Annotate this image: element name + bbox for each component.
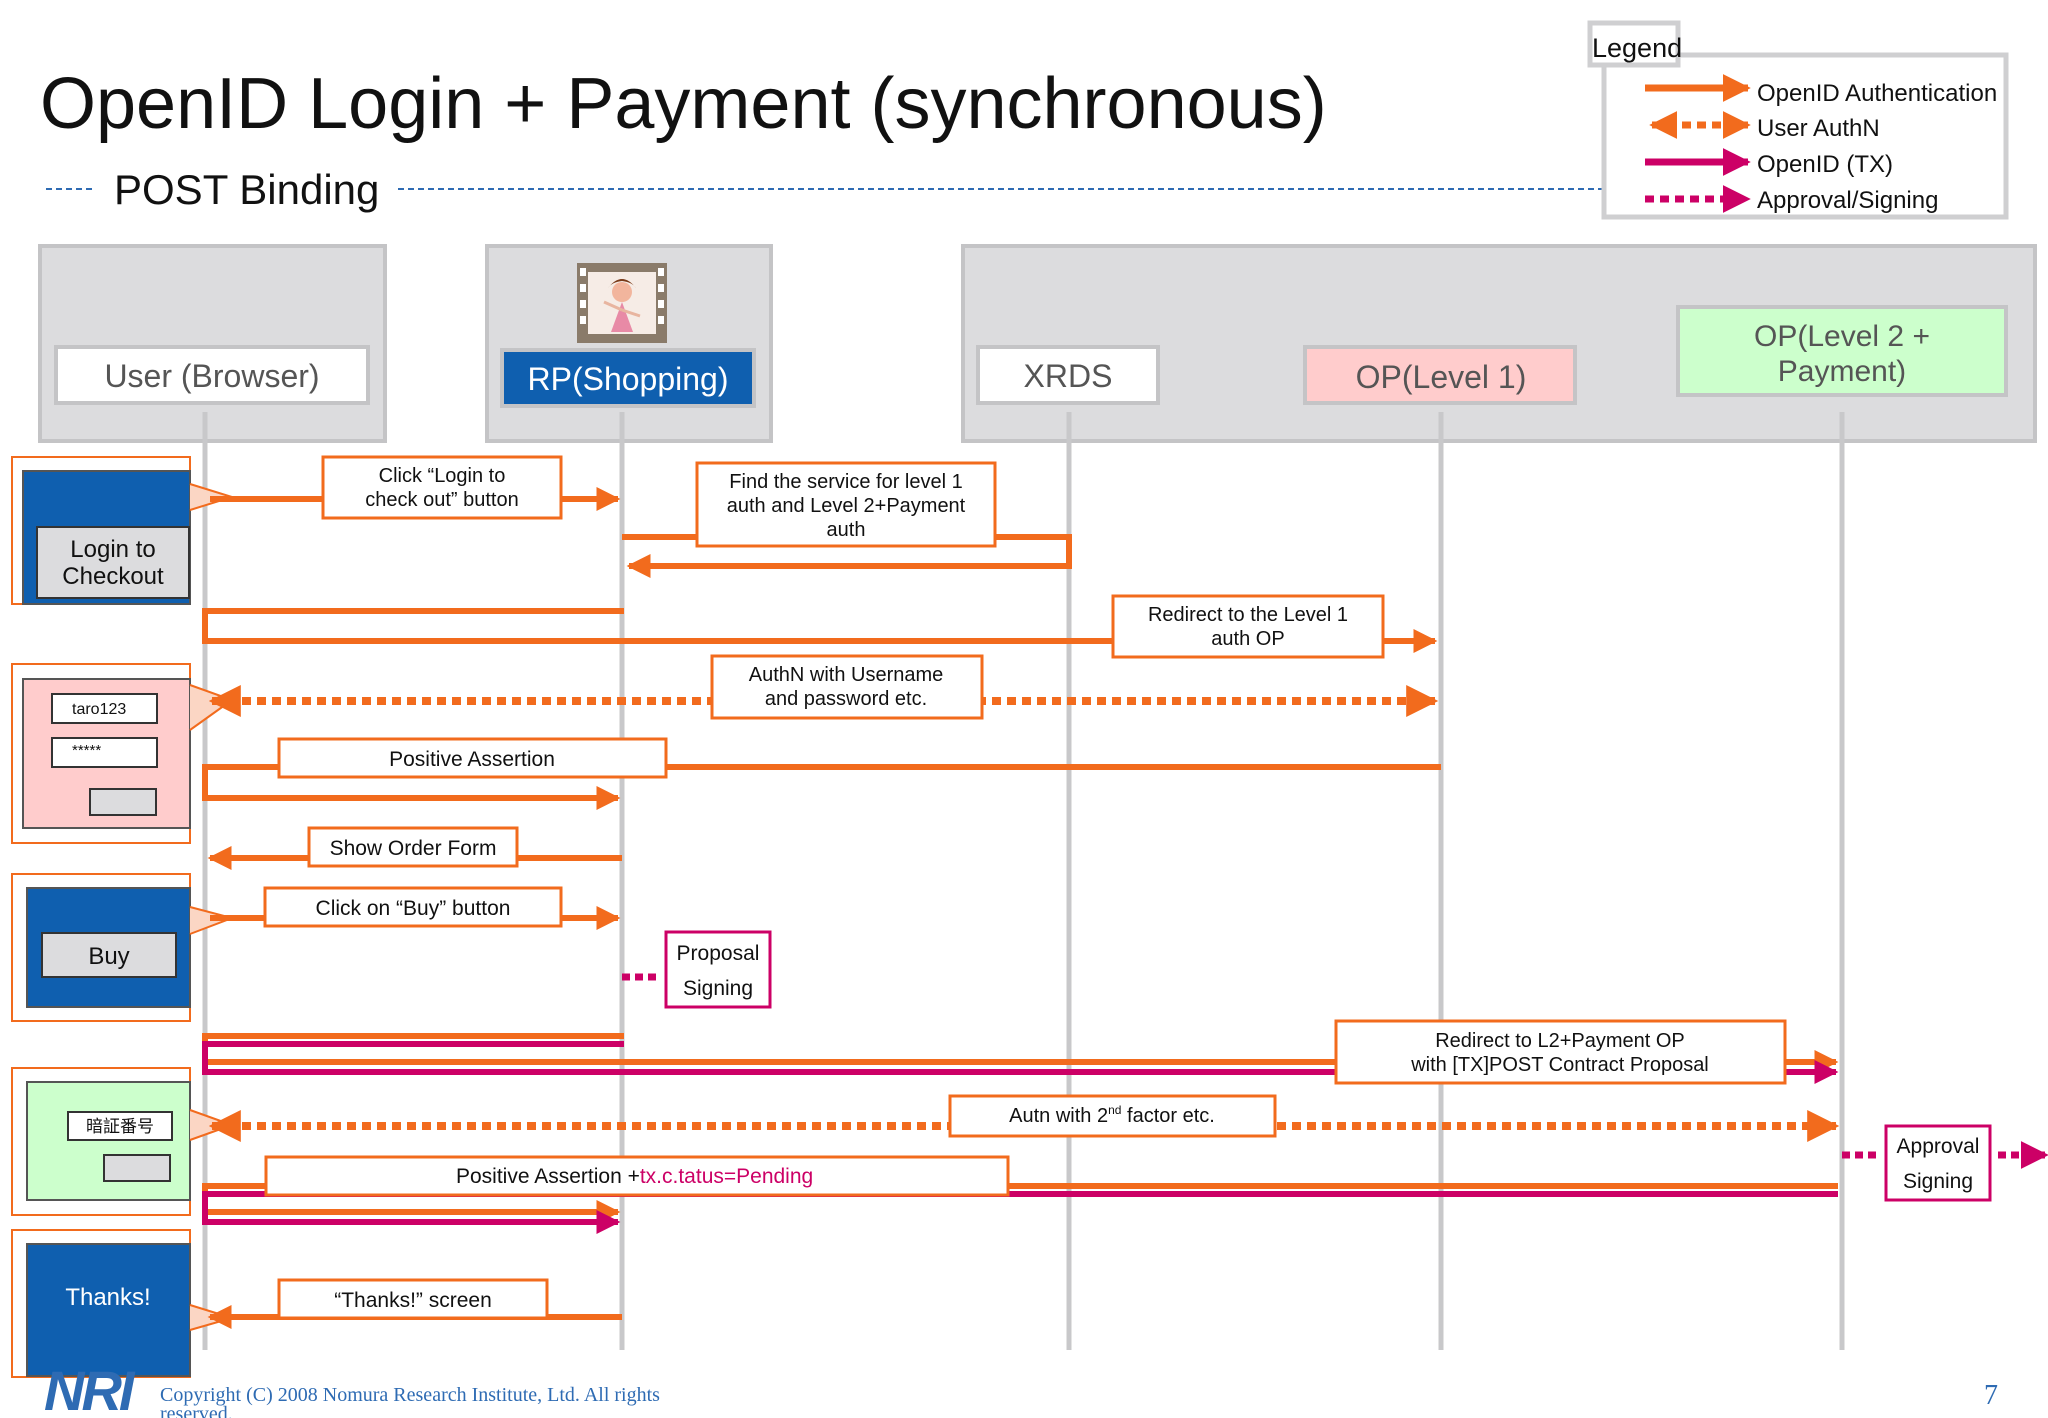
svg-text:Redirect to L2+Payment OP: Redirect to L2+Payment OP — [1435, 1030, 1685, 1052]
svg-text:Buy: Buy — [88, 943, 129, 970]
svg-text:Positive Assertion: Positive Assertion — [389, 748, 555, 771]
msg-redirect-level2: Redirect to L2+Payment OP with [TX]POST … — [202, 1019, 1839, 1085]
legend-label-openid-auth: OpenID Authentication — [1757, 80, 1997, 107]
copyright-line1: Copyright (C) 2008 Nomura Research Insti… — [160, 1384, 660, 1406]
page-subtitle: POST Binding — [114, 166, 379, 213]
svg-text:“Thanks!” screen: “Thanks!” screen — [334, 1289, 492, 1312]
msg-positive-assertion: Positive Assertion — [202, 737, 1441, 810]
rp-logo-film-icon — [577, 263, 667, 343]
legend: Legend OpenID Authentication User AuthN … — [1587, 20, 2009, 220]
msg-authn: AuthN with Username and password etc. — [208, 654, 1439, 720]
msg-second-factor: Autn with 2nd factor etc. — [208, 1094, 1840, 1142]
svg-text:Autn with 2nd factor etc.: Autn with 2nd factor etc. — [1009, 1103, 1215, 1127]
msg-find-service: Find the service for level 1 auth and Le… — [622, 461, 1072, 578]
actor-box-op2 — [1676, 305, 2008, 397]
svg-text:auth and Level 2+Payment: auth and Level 2+Payment — [727, 495, 966, 517]
svg-text:auth: auth — [827, 519, 866, 541]
page-title: OpenID Login + Payment (synchronous) — [40, 64, 1327, 144]
svg-text:暗証番号: 暗証番号 — [86, 1117, 154, 1136]
svg-text:and password etc.: and password etc. — [765, 688, 927, 710]
msg-positive-assertion-tx: Positive Assertion +tx.c.tatus=Pending — [202, 1155, 1838, 1234]
svg-text:with [TX]POST Contract Proposa: with [TX]POST Contract Proposal — [1410, 1054, 1709, 1076]
actor-label-xrds: XRDS — [1024, 358, 1113, 394]
svg-text:Checkout: Checkout — [62, 563, 164, 590]
legend-title: Legend — [1592, 33, 1682, 63]
legend-label-openid-tx: OpenID (TX) — [1757, 151, 1893, 178]
svg-text:Login to: Login to — [70, 536, 155, 563]
actor-box-rp — [500, 348, 756, 408]
svg-text:Redirect to the Level 1: Redirect to the Level 1 — [1148, 604, 1348, 626]
msg-thanks-screen: “Thanks!” screen — [207, 1278, 622, 1329]
copyright-line2: reserved. — [160, 1403, 233, 1418]
screen-login: Login to Checkout — [11, 456, 236, 605]
pin-submit-button[interactable] — [103, 1154, 171, 1182]
buy-button[interactable] — [41, 932, 177, 978]
user-header-panel — [38, 244, 387, 443]
svg-text:Approval: Approval — [1897, 1135, 1980, 1158]
svg-text:Proposal: Proposal — [677, 942, 760, 965]
actor-label-op2-line1: OP(Level 2 + — [1754, 320, 1930, 353]
screen-login-form: taro123 ***** — [11, 663, 235, 844]
actor-label-op1: OP(Level 1) — [1356, 359, 1527, 395]
svg-text:Click on “Buy” button: Click on “Buy” button — [316, 897, 511, 920]
msg-show-order-form: Show Order Form — [207, 826, 622, 870]
password-field[interactable] — [51, 737, 158, 768]
page-number: 7 — [1984, 1380, 1998, 1411]
svg-text:Signing: Signing — [683, 977, 753, 1000]
svg-text:Show Order Form: Show Order Form — [330, 837, 497, 860]
msg-click-login: Click “Login to check out” button — [210, 455, 621, 520]
msg-redirect-level1: Redirect to the Level 1 auth OP — [202, 594, 1438, 659]
actor-label-op2-line2: Payment) — [1778, 355, 1906, 388]
svg-text:check out” button: check out” button — [365, 489, 518, 511]
screen-second-factor: 暗証番号 — [11, 1067, 235, 1216]
login-checkout-button[interactable] — [36, 526, 190, 599]
username-field[interactable] — [51, 693, 158, 724]
actor-label-user: User (Browser) — [104, 358, 319, 394]
actor-box-user — [54, 345, 370, 405]
pin-field[interactable] — [67, 1111, 173, 1141]
actor-label-rp: RP(Shopping) — [528, 361, 729, 397]
svg-text:Thanks!: Thanks! — [65, 1284, 150, 1311]
msg-click-buy: Click on “Buy” button — [210, 886, 621, 930]
nri-logo: NRI — [44, 1359, 136, 1418]
svg-text:AuthN with Username: AuthN with Username — [749, 664, 944, 686]
svg-text:Positive Assertion +tx.c.tatus: Positive Assertion +tx.c.tatus=Pending — [456, 1165, 813, 1188]
svg-text:Click “Login to: Click “Login to — [379, 465, 506, 487]
svg-text:*****: ***** — [72, 742, 101, 759]
svg-text:taro123: taro123 — [72, 701, 126, 718]
screen-buy: Buy — [11, 873, 236, 1022]
msg-approval-signing: Approval Signing — [1842, 1124, 2048, 1202]
actor-box-xrds — [976, 345, 1160, 405]
legend-label-approval: Approval/Signing — [1757, 187, 1938, 214]
legend-label-user-authn: User AuthN — [1757, 115, 1880, 142]
actor-box-op1 — [1303, 345, 1577, 405]
screen-thanks: Thanks! — [11, 1229, 236, 1378]
svg-text:Signing: Signing — [1903, 1170, 1973, 1193]
svg-text:Find the service for level 1: Find the service for level 1 — [729, 471, 962, 493]
login-submit-button[interactable] — [89, 788, 157, 816]
svg-text:auth OP: auth OP — [1211, 628, 1284, 650]
msg-proposal-signing: Proposal Signing — [622, 930, 772, 1009]
